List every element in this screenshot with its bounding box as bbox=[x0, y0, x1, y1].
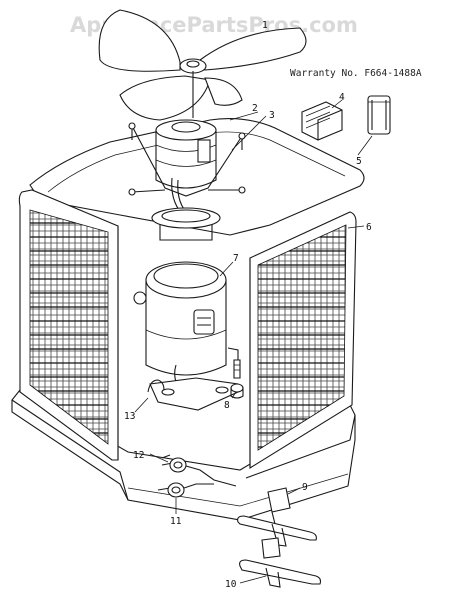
callout-3: 3 bbox=[269, 110, 275, 121]
callout-1: 1 bbox=[262, 20, 268, 31]
capacitor bbox=[367, 95, 391, 135]
fan-motor bbox=[155, 119, 217, 217]
motor-bracket bbox=[128, 122, 246, 197]
callout-2: 2 bbox=[252, 103, 258, 114]
callout-7: 7 bbox=[233, 253, 239, 264]
grommet bbox=[230, 383, 244, 399]
fitting-upper bbox=[237, 487, 317, 547]
callout-11: 11 bbox=[170, 516, 182, 527]
callout-5: 5 bbox=[356, 156, 362, 167]
service-valve-upper bbox=[161, 454, 237, 487]
callout-6: 6 bbox=[366, 222, 372, 233]
compressor bbox=[133, 261, 239, 394]
coil-right bbox=[249, 211, 357, 469]
compressor-stud bbox=[233, 359, 241, 379]
fitting-lower bbox=[239, 537, 322, 588]
callout-4: 4 bbox=[339, 92, 345, 103]
capacitor-clip bbox=[301, 101, 343, 141]
warranty-number: Warranty No. F664-1488A bbox=[290, 68, 422, 79]
callout-13: 13 bbox=[124, 411, 135, 422]
callout-9: 9 bbox=[302, 482, 308, 493]
service-valve-lower bbox=[157, 482, 214, 498]
tube bbox=[147, 379, 165, 393]
motor-mount-ring bbox=[151, 207, 221, 241]
callout-10: 10 bbox=[225, 579, 237, 590]
fan-blade bbox=[98, 9, 307, 121]
leader-lines bbox=[134, 99, 373, 584]
callout-8: 8 bbox=[224, 400, 230, 411]
coil-left bbox=[18, 189, 119, 461]
callout-12: 12 bbox=[133, 450, 144, 461]
